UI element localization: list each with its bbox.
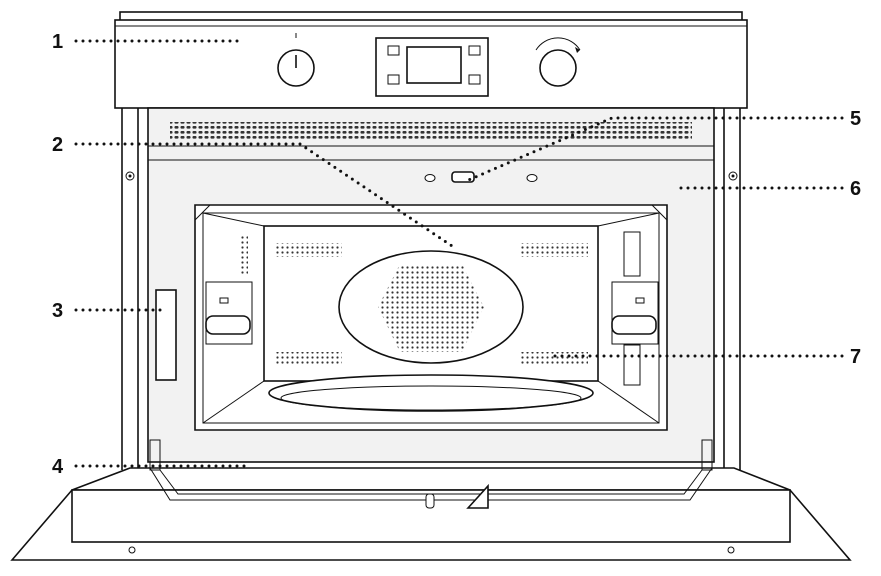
grill-element-icon	[338, 250, 524, 364]
oven-body	[121, 108, 741, 470]
leader-line-5	[462, 116, 844, 184]
vent-grid	[274, 243, 342, 257]
vent-grid	[274, 352, 342, 366]
callout-1: 1	[52, 31, 63, 53]
display-icon	[375, 37, 489, 97]
knob-icon[interactable]	[277, 33, 315, 87]
callout-2: 2	[52, 134, 63, 156]
callout-3: 3	[52, 300, 63, 322]
vent-grid	[520, 243, 588, 257]
vent-grid	[520, 352, 588, 366]
callout-4: 4	[52, 456, 64, 478]
door-latch-panel	[155, 289, 177, 381]
control-panel	[114, 19, 748, 109]
callout-7: 7	[850, 346, 861, 368]
oven-cavity	[194, 204, 668, 431]
turntable-icon	[268, 374, 594, 412]
shelf-support-icon	[205, 231, 659, 386]
oven-door[interactable]	[10, 439, 852, 561]
leader-line-2	[74, 142, 454, 248]
callout-6: 6	[850, 178, 861, 200]
callout-labels: 1 2 3 4 5 6 7	[52, 31, 861, 478]
leader-lines	[74, 39, 844, 468]
dial-icon[interactable]	[535, 37, 581, 87]
callout-5: 5	[850, 108, 861, 130]
